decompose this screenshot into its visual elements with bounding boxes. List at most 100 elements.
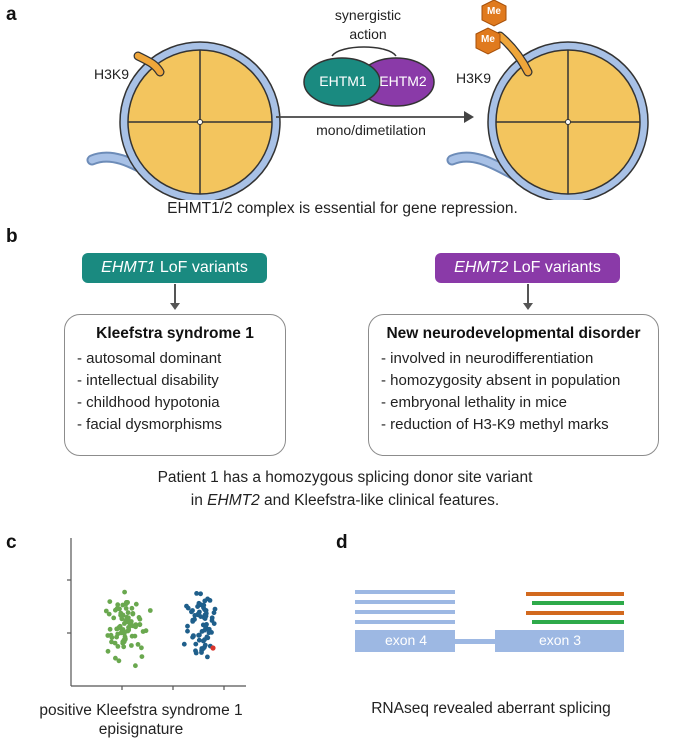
blue-point xyxy=(204,634,210,640)
kleefstra-list: autosomal dominant intellectual disabili… xyxy=(65,348,285,436)
new-disorder-title: New neurodevelopmental disorder xyxy=(386,325,641,342)
blue-point xyxy=(196,637,202,643)
me-hexagon-2 xyxy=(475,27,501,55)
green-point xyxy=(137,622,143,627)
blue-point xyxy=(211,610,217,616)
blue-point xyxy=(211,621,217,626)
ehmt1-lof-text: LoF variants xyxy=(155,259,248,276)
green-point xyxy=(136,615,142,620)
read-exon4 xyxy=(355,620,455,624)
green-point xyxy=(114,606,120,611)
green-point xyxy=(143,628,149,634)
synergy-line-1: synergistic xyxy=(334,7,402,23)
synergy-bracket xyxy=(331,46,397,57)
scatter-points xyxy=(103,589,218,669)
green-point xyxy=(129,643,134,648)
blue-point xyxy=(181,641,187,647)
green-point xyxy=(107,599,113,604)
normal-read xyxy=(532,601,624,605)
blue-point xyxy=(185,628,190,634)
green-point xyxy=(118,612,123,618)
normal-read xyxy=(532,620,624,624)
blue-point xyxy=(205,654,210,660)
blue-point xyxy=(194,591,200,596)
kleefstra-box: Kleefstra syndrome 1 autosomal dominant … xyxy=(64,314,286,456)
green-point xyxy=(106,611,112,617)
blue-point xyxy=(198,591,204,597)
green-point xyxy=(115,602,121,608)
intron-connector xyxy=(455,639,495,644)
list-item: childhood hypotonia xyxy=(77,392,285,414)
patient-point xyxy=(210,645,216,651)
patient-line-1: Patient 1 has a homozygous splicing dono… xyxy=(157,469,533,486)
panel-a-diagram xyxy=(86,0,649,200)
exon-4-label: exon 4 xyxy=(384,632,428,648)
ehmt1-gene-name: EHMT1 xyxy=(101,259,156,276)
green-point xyxy=(109,639,114,645)
aberrant-read xyxy=(526,611,624,615)
new-disorder-box: New neurodevelopmental disorder involved… xyxy=(368,314,659,456)
synergy-line-2: action xyxy=(349,26,387,42)
list-item: autosomal dominant xyxy=(77,348,285,370)
green-point xyxy=(120,602,126,608)
green-point xyxy=(124,614,130,620)
green-point xyxy=(107,626,113,632)
green-point xyxy=(133,601,139,607)
h3k9-label-right: H3K9 xyxy=(456,70,492,86)
green-point xyxy=(103,608,109,614)
green-point xyxy=(132,633,138,639)
blue-point xyxy=(202,642,208,648)
h3k9-label-left: H3K9 xyxy=(94,66,130,82)
blue-point xyxy=(203,613,209,619)
ehmt2-lof-text: LoF variants xyxy=(508,259,601,276)
read-exon4 xyxy=(355,590,455,594)
read-exon4 xyxy=(355,600,455,604)
splicing-diagram xyxy=(355,590,624,652)
panel-c-caption-line-2: episignature xyxy=(98,721,184,738)
green-point xyxy=(120,627,126,632)
blue-point xyxy=(195,611,201,617)
panel-b-letter: b xyxy=(6,226,18,247)
exon-3-label: exon 3 xyxy=(538,632,582,648)
blue-point xyxy=(185,623,190,629)
green-point xyxy=(133,663,138,669)
ehmt2-gene-name: EHMT2 xyxy=(454,259,509,276)
me-hexagon-1 xyxy=(481,0,507,27)
green-point xyxy=(126,625,131,630)
green-point xyxy=(125,610,131,615)
list-item: homozygosity absent in population xyxy=(381,370,658,392)
blue-point xyxy=(192,617,197,622)
list-item: reduction of H3-K9 methyl marks xyxy=(381,414,658,436)
ehmt2-lof-header: EHMT2 LoF variants xyxy=(435,253,620,283)
blue-point xyxy=(196,632,202,638)
reaction-label: mono/dimetilation xyxy=(316,122,426,138)
list-item: involved in neurodifferentiation xyxy=(381,348,658,370)
exon-3-block xyxy=(495,630,624,652)
panel-a-letter: a xyxy=(6,4,17,25)
green-point xyxy=(115,631,121,637)
blue-point xyxy=(191,633,196,639)
green-point xyxy=(139,654,145,659)
green-point xyxy=(111,615,117,621)
green-point xyxy=(127,620,133,626)
patient-line-2: in EHMT2 and Kleefstra-like clinical fea… xyxy=(190,492,500,509)
arrow-down-right xyxy=(523,284,533,310)
blue-point xyxy=(199,650,204,655)
panel-a-caption: EHMT1/2 complex is essential for gene re… xyxy=(167,200,518,217)
list-item: intellectual disability xyxy=(77,370,285,392)
green-point xyxy=(109,635,115,640)
aberrant-read xyxy=(526,592,624,596)
blue-point xyxy=(204,622,209,627)
green-point xyxy=(133,624,138,630)
green-point xyxy=(105,633,111,638)
green-point xyxy=(147,608,153,613)
me-label-1: Me xyxy=(487,6,501,17)
green-point xyxy=(113,655,118,661)
patient-gene: EHMT2 xyxy=(207,492,260,509)
ehmt1-label: EHTM1 xyxy=(319,73,367,89)
green-point xyxy=(121,644,127,650)
blue-point xyxy=(201,605,206,611)
blue-point xyxy=(199,629,205,634)
green-point xyxy=(105,648,111,654)
exon-4-block xyxy=(355,630,455,652)
